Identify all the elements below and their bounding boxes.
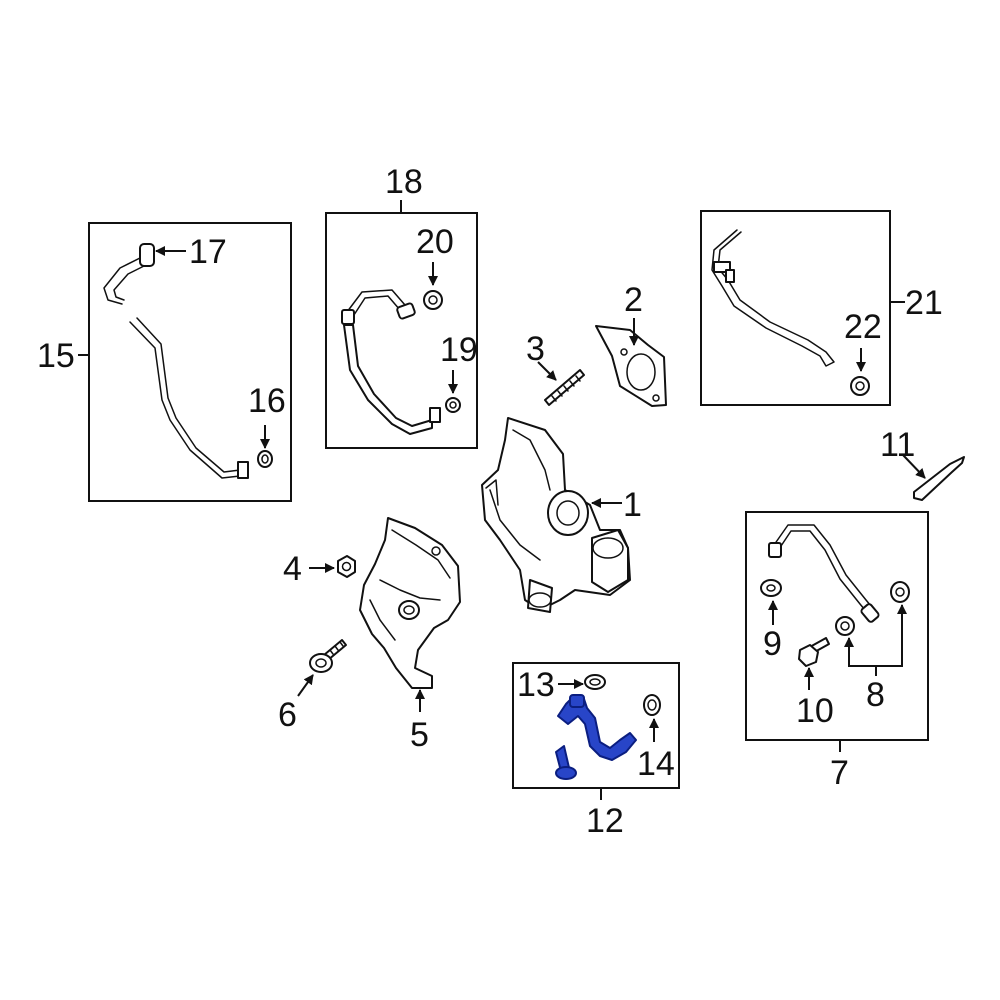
seal-19 <box>445 397 461 413</box>
seal-14 <box>643 694 661 716</box>
line-21 <box>711 229 835 367</box>
seal-8b <box>890 581 910 603</box>
callout-2: 2 <box>624 281 643 319</box>
callout-22: 22 <box>844 308 882 346</box>
group-box-12 <box>512 662 680 789</box>
leader-3 <box>537 361 557 381</box>
leader-8 <box>848 644 876 667</box>
callout-15: 15 <box>37 337 75 375</box>
callout-16: 16 <box>248 382 286 420</box>
group-box-15 <box>88 222 292 502</box>
turbocharger-1 <box>481 417 631 613</box>
seal-13 <box>584 674 606 690</box>
callout-4: 4 <box>283 550 302 588</box>
callout-17: 17 <box>189 233 227 271</box>
callout-5: 5 <box>410 716 429 754</box>
callout-11: 11 <box>880 426 915 464</box>
seal-16 <box>257 450 273 468</box>
seal-20 <box>423 290 443 310</box>
callout-7: 7 <box>830 754 849 792</box>
leader-8b <box>876 615 903 667</box>
bolt-10 <box>798 637 830 667</box>
callout-21: 21 <box>905 284 943 322</box>
seal-22 <box>850 376 870 396</box>
oil-tube-15 <box>103 243 249 479</box>
oil-hose-18 <box>341 289 441 435</box>
nut-4 <box>337 555 356 578</box>
leader-11 <box>902 454 926 479</box>
callout-13: 13 <box>517 666 555 704</box>
bolt-6 <box>309 639 347 673</box>
leader-6 <box>297 674 314 697</box>
callout-12: 12 <box>586 802 624 840</box>
group-box-21 <box>700 210 891 406</box>
group-box-7 <box>745 511 929 741</box>
clip-11 <box>913 456 965 501</box>
heat-shield-5 <box>359 517 461 689</box>
callout-10: 10 <box>796 692 834 730</box>
callout-14: 14 <box>637 745 675 783</box>
callout-20: 20 <box>416 223 454 261</box>
gasket-2 <box>595 325 667 407</box>
oil-line-7 <box>768 524 880 623</box>
callout-8: 8 <box>866 676 885 714</box>
stud-3 <box>544 369 585 406</box>
callout-1: 1 <box>623 486 642 524</box>
seal-9 <box>760 579 782 597</box>
callout-6: 6 <box>278 696 297 734</box>
oil-feed-pipe-12-highlighted <box>555 694 637 780</box>
callout-9: 9 <box>763 625 782 663</box>
seal-8a <box>835 616 855 636</box>
callout-18: 18 <box>385 163 423 201</box>
callout-3: 3 <box>526 330 545 368</box>
callout-19: 19 <box>440 331 478 369</box>
